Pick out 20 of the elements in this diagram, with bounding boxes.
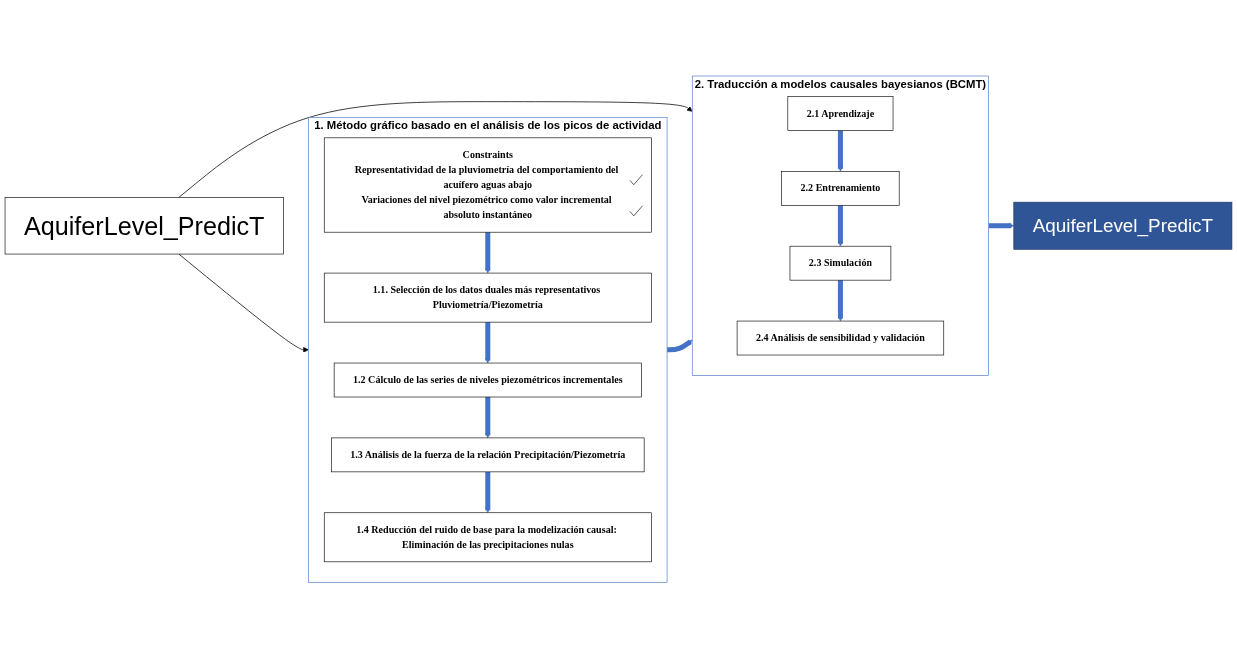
arrow [837,130,844,172]
arrow [485,232,491,274]
arrow [837,205,844,247]
node-box: 2.1 Aprendizaje [787,96,894,132]
node-box: 1.2 Cálculo de las series de niveles piezométricos incrementales [333,363,642,398]
arrow [485,397,491,439]
arrow [485,322,491,364]
node-box: AquiferLevel_PredicT [4,197,284,255]
node-box: 1.4 Reducción del ruido de base para la modelización causal: Eliminación de las precipitaciones nulas [323,512,652,563]
arrow [837,280,844,322]
node-box: Constraints Representatividad de la pluviometría del comportamiento del acuífero aguas abajo Variaciones del nivel piezométrico como valor incremental absoluto instantáneo [323,137,652,233]
node-box: 1.3 Análisis de la fuerza de la relación Precipitación/Piezometría [331,437,645,473]
arrow [485,472,491,514]
node-box: 2.4 Análisis de sensibilidad y validación [736,321,945,356]
node-box: 2.2 Entrenamiento [781,171,900,206]
node-box: AquiferLevel_PredicT [1013,202,1233,250]
arrow [988,223,1015,229]
arrow [666,340,693,353]
node-box: 1.1. Selección de los datos duales más representativos Pluviometría/Piezometría [323,273,652,323]
node-box: 2.3 Simulación [789,246,892,281]
